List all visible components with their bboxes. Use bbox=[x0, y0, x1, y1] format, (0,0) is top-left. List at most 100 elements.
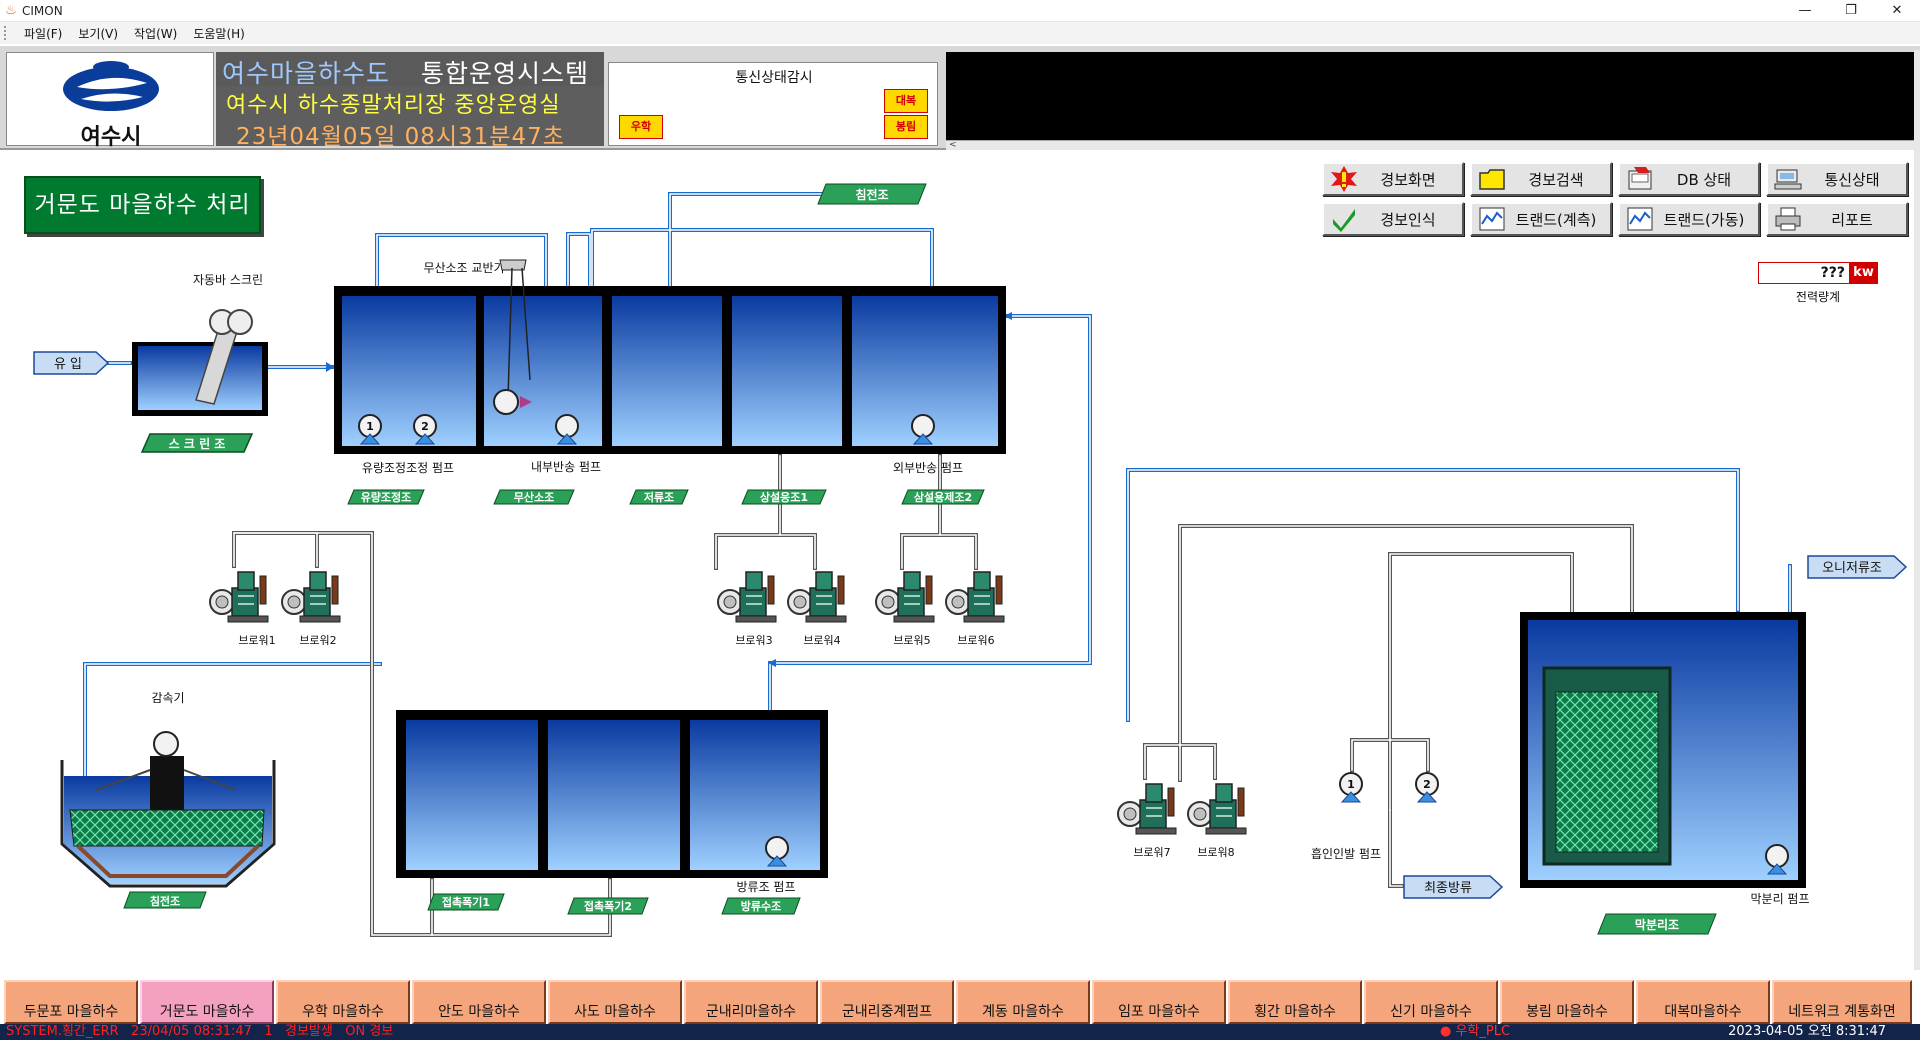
menu-help[interactable]: 도움말(H) bbox=[193, 26, 245, 41]
close-button[interactable]: ✕ bbox=[1891, 3, 1903, 18]
comm-status-panel: 통신상태감시 대복 우학 봉림 bbox=[608, 62, 938, 146]
anoxic-mixer[interactable] bbox=[493, 259, 532, 415]
alarm-search-button[interactable]: 경보검색 bbox=[1470, 162, 1612, 196]
contact-aeration-tank-2 bbox=[548, 720, 680, 870]
sedimentation-tag-top[interactable]: 침전조 bbox=[817, 183, 927, 205]
window-controls: — ❐ ✕ bbox=[1782, 0, 1920, 22]
power-value: ??? bbox=[1820, 265, 1845, 281]
menu-work[interactable]: 작업(W) bbox=[134, 26, 178, 41]
current-datetime: 23년04월05일 08시31분47초 bbox=[236, 124, 565, 150]
tag-aeration-1[interactable]: 상설응조1 bbox=[741, 489, 827, 505]
menu-file[interactable]: 파일(F) bbox=[24, 26, 63, 41]
tag-flow-equalization[interactable]: 유량조정조 bbox=[347, 489, 425, 505]
database-icon bbox=[1624, 165, 1656, 193]
scroll-left-icon[interactable]: < bbox=[949, 140, 957, 150]
tag-discharge-tank[interactable]: 방류수조 bbox=[721, 897, 801, 915]
tag-contact-2[interactable]: 접촉폭기2 bbox=[567, 897, 649, 915]
nav-gunnaeri[interactable]: 군내리마을하수 bbox=[684, 980, 818, 1024]
tag-contact-1[interactable]: 접촉폭기1 bbox=[427, 893, 505, 911]
alarm-search-label: 경보검색 bbox=[1528, 170, 1584, 189]
report-button[interactable]: 리포트 bbox=[1766, 202, 1908, 236]
trend-measure-button[interactable]: 트랜드(계측) bbox=[1470, 202, 1612, 236]
membrane-tank-tag[interactable]: 막분리조 bbox=[1597, 913, 1717, 935]
blower-4-label: 브로워4 bbox=[803, 634, 840, 647]
process-diagram: 유 입 자동바 스크린 스 크 린 조 무산소조 교반기 bbox=[33, 183, 1908, 937]
final-discharge-tag[interactable]: 최종방류 bbox=[1403, 875, 1504, 899]
blower-4[interactable] bbox=[787, 571, 847, 623]
nav-bongrim[interactable]: 봉림 마을하수 bbox=[1500, 980, 1634, 1024]
nav-impo[interactable]: 임포 마을하수 bbox=[1092, 980, 1226, 1024]
comm-status-label: 통신상태 bbox=[1824, 170, 1880, 189]
nav-sado[interactable]: 사도 마을하수 bbox=[548, 980, 682, 1024]
nav-network[interactable]: 네트워크 계통화면 bbox=[1772, 980, 1912, 1024]
membrane-module[interactable] bbox=[1555, 691, 1659, 853]
external-return-label: 외부반송 펌프 bbox=[893, 461, 963, 475]
system-title-panel: 여수마을하수도 통합운영시스템 여수시 하수종말처리장 중앙운영실 23년04월… bbox=[216, 52, 604, 150]
flow-pump-2[interactable]: 2 bbox=[413, 414, 437, 445]
nav-geomundo[interactable]: 거문도 마을하수 bbox=[140, 980, 274, 1024]
alarm-message-panel bbox=[946, 52, 1914, 140]
blower-8[interactable] bbox=[1187, 783, 1247, 835]
badge-woohak[interactable]: 우학 bbox=[619, 115, 663, 139]
plant-title: 거문도 마을하수 처리장 bbox=[24, 176, 261, 272]
status-alarm-message: SYSTEM.횡간_ERR 23/04/05 08:31:47 1 경보발생 O… bbox=[6, 1024, 394, 1039]
alarm-screen-button[interactable]: 경보화면 bbox=[1322, 162, 1464, 196]
right-scrollbar[interactable] bbox=[1914, 50, 1920, 970]
blower-5[interactable] bbox=[875, 571, 935, 623]
auto-screen-label: 자동바 스크린 bbox=[193, 273, 263, 287]
nav-gyedong[interactable]: 계동 마을하수 bbox=[956, 980, 1090, 1024]
sludge-storage-tag[interactable]: 오니저류조 bbox=[1807, 555, 1908, 579]
blower-1-label: 브로워1 bbox=[238, 634, 275, 647]
blower-1[interactable] bbox=[209, 571, 269, 623]
tag-aeration-2[interactable]: 삼설용제조2 bbox=[901, 489, 985, 505]
blower-2[interactable] bbox=[281, 571, 341, 623]
suction-pump-label: 흡인인발 펌프 bbox=[1311, 847, 1381, 861]
nav-gunnaeri-relay-pump[interactable]: 군내리중계펌프 bbox=[820, 980, 954, 1024]
badge-bongrim[interactable]: 봉림 bbox=[884, 115, 928, 139]
flow-pump-1-number: 1 bbox=[366, 420, 374, 433]
restore-button[interactable]: ❐ bbox=[1845, 3, 1857, 18]
alarm-panel-scrollbar[interactable]: < bbox=[946, 140, 1914, 150]
trend-operation-button[interactable]: 트랜드(가동) bbox=[1618, 202, 1760, 236]
pipe-network bbox=[83, 192, 1792, 937]
discharge-pump-label: 방류조 펌프 bbox=[736, 880, 795, 894]
flow-pump-1[interactable]: 1 bbox=[358, 414, 382, 445]
blower-3[interactable] bbox=[717, 571, 777, 623]
status-clock: 2023-04-05 오전 8:31:47 bbox=[1728, 1024, 1886, 1039]
flow-arrow-icon bbox=[326, 362, 334, 372]
nav-ando[interactable]: 안도 마을하수 bbox=[412, 980, 546, 1024]
trend-measure-label: 트랜드(계측) bbox=[1515, 210, 1597, 229]
nav-dumunpo[interactable]: 두문포 마을하수 bbox=[4, 980, 138, 1024]
alarm-ack-button[interactable]: 경보인식 bbox=[1322, 202, 1464, 236]
sedimentation-clarifier[interactable] bbox=[60, 731, 276, 888]
badge-daebok[interactable]: 대복 bbox=[884, 89, 928, 113]
blower-5-6[interactable] bbox=[945, 571, 1005, 623]
flow-pump-label: 유량조정조정 펌프 bbox=[362, 461, 454, 475]
auto-bar-screen[interactable] bbox=[195, 309, 253, 405]
screen-tank-tag[interactable]: 스 크 린 조 bbox=[140, 433, 254, 453]
tag-storage[interactable]: 저류조 bbox=[629, 489, 689, 505]
comm-status-button[interactable]: 통신상태 bbox=[1766, 162, 1908, 196]
inflow-tag[interactable]: 유 입 bbox=[33, 351, 110, 375]
printer-icon bbox=[1772, 205, 1804, 233]
nav-hoenggan[interactable]: 횡간 마을하수 bbox=[1228, 980, 1362, 1024]
menu-view[interactable]: 보기(V) bbox=[78, 26, 119, 41]
logo-text: 여수시 bbox=[80, 125, 142, 150]
nav-daebok[interactable]: 대복마을하수 bbox=[1636, 980, 1770, 1024]
nav-singi[interactable]: 신기 마을하수 bbox=[1364, 980, 1498, 1024]
tag-anoxic[interactable]: 무산소조 bbox=[493, 489, 575, 505]
nav-woohak[interactable]: 우학 마을하수 bbox=[276, 980, 410, 1024]
folder-icon bbox=[1476, 165, 1508, 193]
blower-7[interactable] bbox=[1117, 783, 1177, 835]
blower-3-label: 브로워3 bbox=[735, 634, 772, 647]
sedimentation-tag[interactable]: 침전조 bbox=[123, 891, 207, 909]
suction-pump-1[interactable]: 1 bbox=[1339, 772, 1363, 803]
suction-pump-2[interactable]: 2 bbox=[1415, 772, 1439, 803]
discharge-tank-label: 방류수조 bbox=[741, 899, 781, 913]
blower-2-label: 브로워2 bbox=[299, 634, 336, 647]
db-status-button[interactable]: DB 상태 bbox=[1618, 162, 1760, 196]
db-status-label: DB 상태 bbox=[1676, 170, 1732, 189]
minimize-button[interactable]: — bbox=[1798, 3, 1812, 18]
menu-bar: 파일(F) 보기(V) 작업(W) 도움말(H) bbox=[0, 22, 1920, 44]
